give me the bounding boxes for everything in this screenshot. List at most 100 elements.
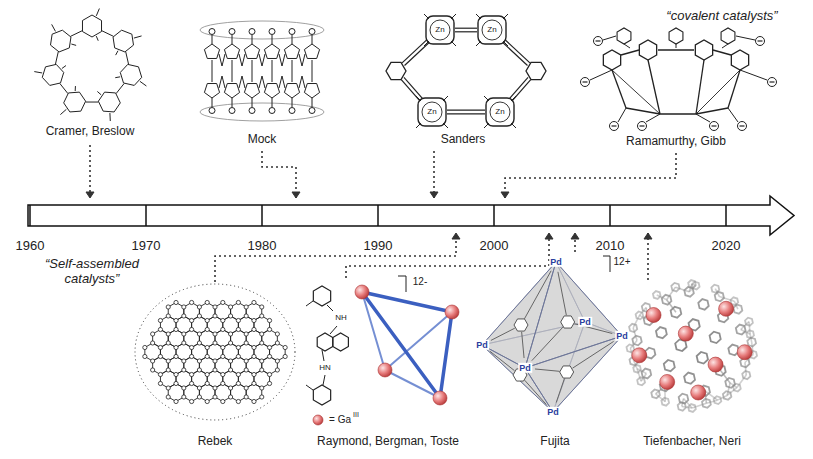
gallium-sphere bbox=[737, 345, 752, 360]
bond-line bbox=[624, 44, 630, 48]
atom-label: Zn bbox=[426, 107, 437, 116]
alkyne-linker bbox=[502, 42, 528, 66]
arrow-head bbox=[452, 233, 460, 239]
glycoluril-ring bbox=[224, 44, 239, 58]
atom bbox=[236, 318, 240, 322]
glycoluril-ring bbox=[204, 44, 219, 58]
atom bbox=[143, 354, 147, 358]
hydroxyl-bond bbox=[115, 76, 120, 78]
atom-label: HN bbox=[318, 363, 332, 372]
alkyne-linker bbox=[402, 39, 428, 63]
pyridyl-arm bbox=[535, 369, 560, 371]
charge-symbol bbox=[738, 122, 747, 131]
pyridyl-arm bbox=[558, 272, 566, 315]
glucose-ring bbox=[64, 92, 86, 112]
atom bbox=[182, 314, 186, 318]
atom bbox=[174, 372, 178, 376]
oxygen-atom bbox=[249, 108, 255, 114]
resorcinol-ring bbox=[688, 404, 696, 412]
atom bbox=[205, 372, 209, 376]
resorcinol-ring bbox=[632, 336, 641, 346]
atom-label: Zn bbox=[434, 25, 445, 34]
charge-symbol bbox=[594, 37, 603, 46]
atom bbox=[260, 314, 264, 318]
year-label: 2020 bbox=[712, 239, 741, 254]
atom bbox=[190, 381, 194, 385]
atom bbox=[182, 386, 186, 390]
atom bbox=[252, 381, 256, 385]
oxygen-atom bbox=[309, 29, 315, 35]
oxidation-state: III bbox=[353, 411, 359, 419]
pyridyl-arm bbox=[491, 328, 515, 340]
resorcinol-ring bbox=[684, 373, 695, 384]
atom bbox=[166, 332, 170, 336]
atom bbox=[275, 368, 279, 372]
bond-line bbox=[212, 60, 213, 82]
substituent-bond bbox=[416, 123, 421, 128]
resorcinol-ring bbox=[745, 318, 753, 326]
substituent-bond bbox=[484, 96, 489, 101]
methylene-bridge bbox=[299, 76, 305, 88]
atom bbox=[197, 314, 201, 318]
year-label: 1960 bbox=[16, 239, 45, 254]
atom bbox=[260, 359, 264, 363]
charge-symbol bbox=[770, 81, 775, 82]
author-label: Rebek bbox=[198, 435, 233, 449]
pyridyl-arm bbox=[573, 341, 614, 368]
atom bbox=[221, 318, 225, 322]
atom bbox=[182, 332, 186, 336]
methylene-bridge bbox=[299, 54, 305, 66]
resorcinol-ring bbox=[733, 305, 742, 314]
atom bbox=[213, 368, 217, 372]
atom-label: Pd bbox=[475, 340, 489, 350]
alkyne-linker bbox=[509, 77, 529, 99]
hydroxyl-bond bbox=[60, 109, 66, 114]
carbonyl-bond bbox=[252, 98, 253, 107]
charge-label: 12+ bbox=[614, 256, 631, 268]
atom bbox=[267, 381, 271, 385]
atom bbox=[205, 354, 209, 358]
atom bbox=[213, 332, 217, 336]
atom bbox=[213, 341, 217, 345]
bowl-wall bbox=[648, 60, 660, 114]
arrow-head bbox=[430, 192, 438, 198]
atom bbox=[190, 354, 194, 358]
substituent-bond bbox=[511, 96, 516, 101]
atom bbox=[252, 354, 256, 358]
glycosidic-bond bbox=[71, 31, 82, 37]
gallium-sphere bbox=[632, 348, 647, 363]
atom bbox=[158, 381, 162, 385]
hydroxyl-bond bbox=[109, 113, 110, 121]
resorcinol-ring bbox=[651, 390, 660, 399]
tetrahedron-edge bbox=[362, 292, 385, 370]
gallium-sphere bbox=[660, 374, 675, 389]
porphyrin bbox=[482, 20, 502, 40]
charge-bracket bbox=[603, 256, 610, 272]
oxygen-atom bbox=[249, 29, 255, 35]
year-tick bbox=[29, 205, 31, 226]
bond-line bbox=[676, 44, 677, 48]
gallium-sphere bbox=[355, 285, 369, 299]
charge-bracket bbox=[398, 276, 406, 292]
amide-bond bbox=[330, 326, 337, 334]
substituent-bond bbox=[503, 41, 508, 46]
bond-line bbox=[232, 60, 233, 82]
resorcinol-ring bbox=[747, 338, 756, 347]
atom bbox=[151, 368, 155, 372]
atom bbox=[252, 345, 256, 349]
charge-label: 12- bbox=[413, 276, 427, 288]
atom bbox=[267, 318, 271, 322]
carbonyl-bond bbox=[292, 35, 293, 44]
alkyl-chain bbox=[696, 114, 710, 122]
glycoluril-ring bbox=[304, 44, 319, 58]
carbonyl-bond bbox=[212, 98, 213, 107]
glycosidic-bond bbox=[126, 52, 129, 64]
gallium-sphere bbox=[719, 301, 734, 316]
bond-line bbox=[272, 60, 273, 82]
resorcinol-ring bbox=[664, 360, 675, 371]
atom bbox=[158, 354, 162, 358]
atom bbox=[213, 395, 217, 399]
atom bbox=[205, 381, 209, 385]
glycosidic-bond bbox=[60, 84, 68, 94]
resorcinol-ring bbox=[653, 291, 661, 299]
